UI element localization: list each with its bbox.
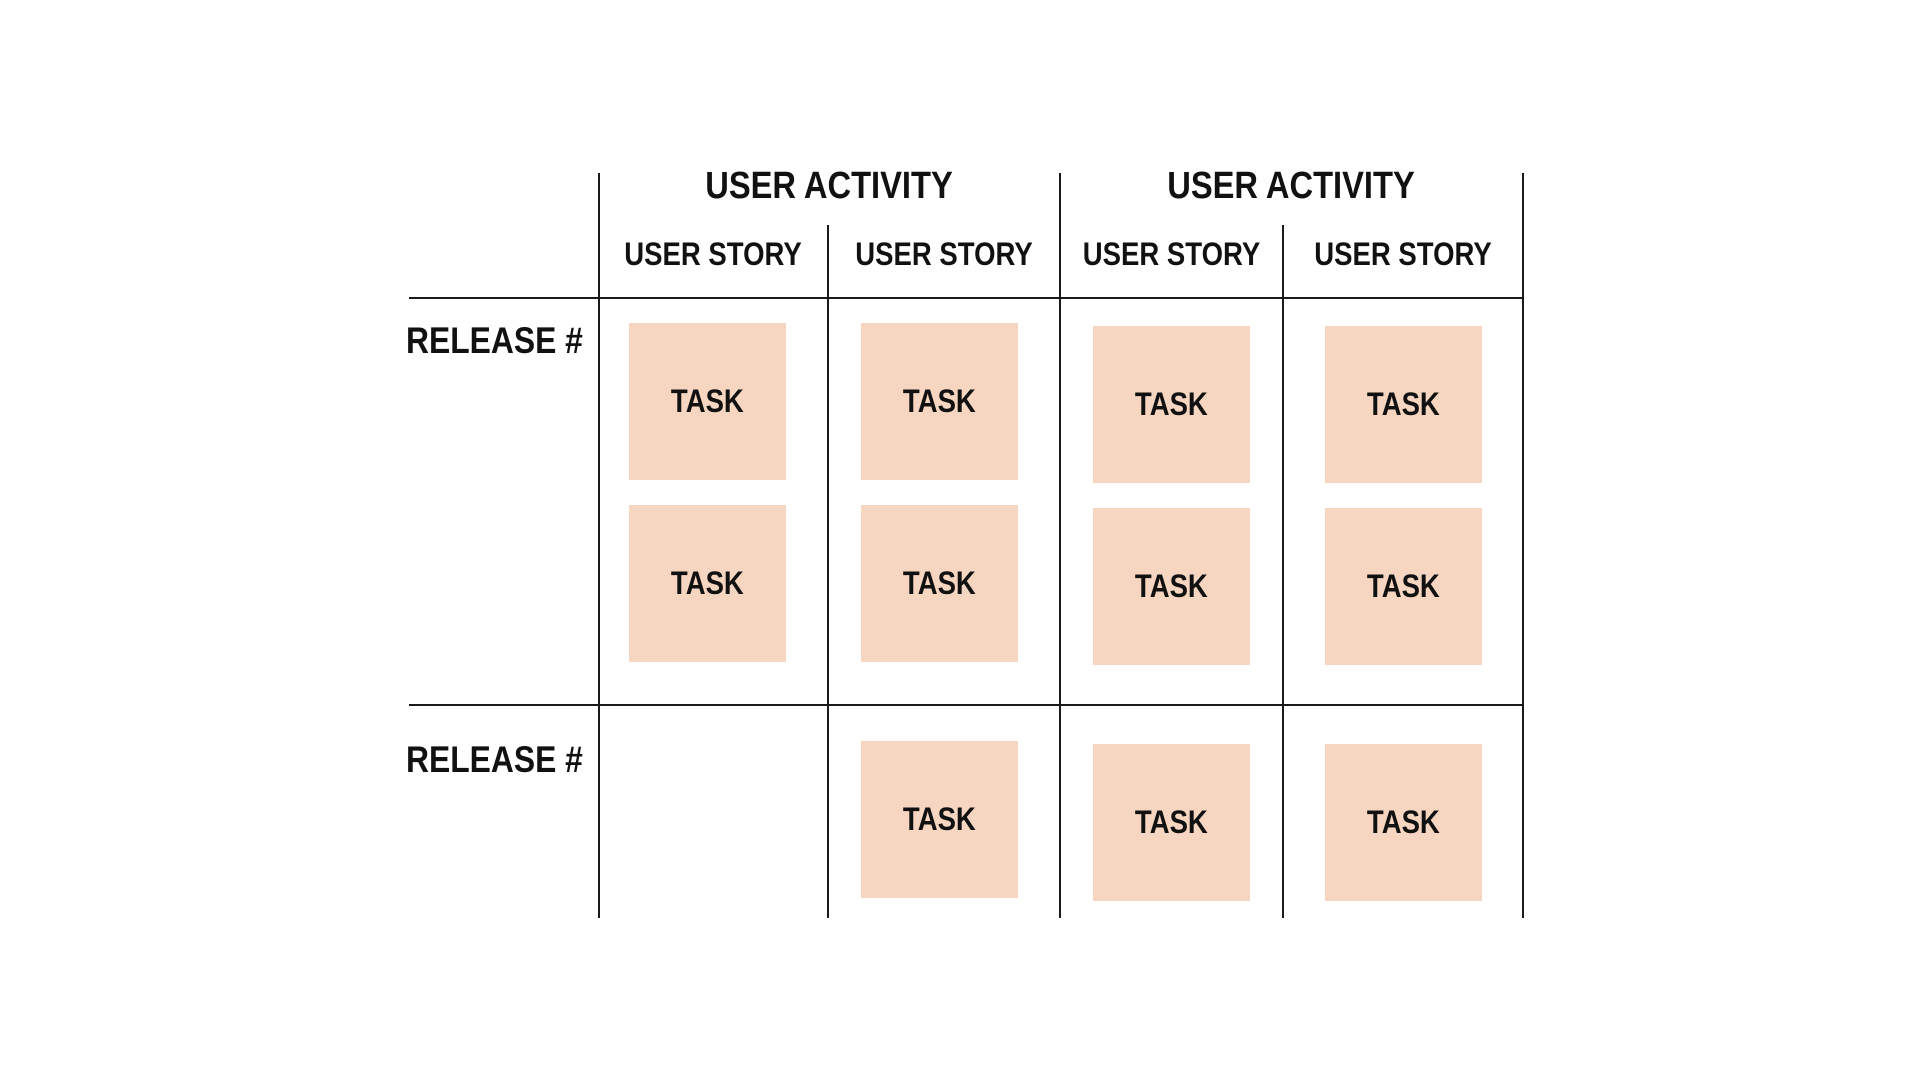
task-label: TASK — [1367, 568, 1440, 604]
task-label: TASK — [1135, 804, 1208, 840]
task-label: TASK — [1367, 386, 1440, 422]
grid-line-v — [1522, 173, 1524, 918]
story-header: USER STORY — [624, 236, 802, 272]
task-card[interactable]: TASK — [1325, 326, 1482, 483]
task-card[interactable]: TASK — [1093, 326, 1250, 483]
task-card[interactable]: TASK — [861, 505, 1018, 662]
grid-line-v — [598, 173, 600, 918]
task-card[interactable]: TASK — [861, 323, 1018, 480]
story-header: USER STORY — [1314, 236, 1492, 272]
activity-header: USER ACTIVITY — [705, 165, 953, 207]
grid-line-v — [1059, 173, 1061, 918]
task-label: TASK — [903, 565, 976, 601]
task-card[interactable]: TASK — [1093, 744, 1250, 901]
task-card[interactable]: TASK — [629, 323, 786, 480]
task-card[interactable]: TASK — [1325, 508, 1482, 665]
story-header: USER STORY — [1082, 236, 1261, 272]
task-label: TASK — [1135, 568, 1208, 604]
task-label: TASK — [671, 565, 744, 601]
story-header: USER STORY — [855, 236, 1033, 272]
grid-line-v — [827, 225, 829, 918]
task-label: TASK — [1135, 386, 1208, 422]
release-label: RELEASE # — [406, 739, 583, 780]
release-label: RELEASE # — [406, 320, 583, 361]
activity-header: USER ACTIVITY — [1167, 165, 1415, 207]
grid-line-h — [409, 297, 1524, 299]
task-label: TASK — [1367, 804, 1440, 840]
task-card[interactable]: TASK — [1093, 508, 1250, 665]
grid-line-v — [1282, 225, 1284, 918]
task-label: TASK — [671, 383, 744, 419]
task-card[interactable]: TASK — [1325, 744, 1482, 901]
task-label: TASK — [903, 801, 976, 837]
task-card[interactable]: TASK — [629, 505, 786, 662]
grid-line-h — [409, 704, 1524, 706]
task-label: TASK — [903, 383, 976, 419]
task-card[interactable]: TASK — [861, 741, 1018, 898]
